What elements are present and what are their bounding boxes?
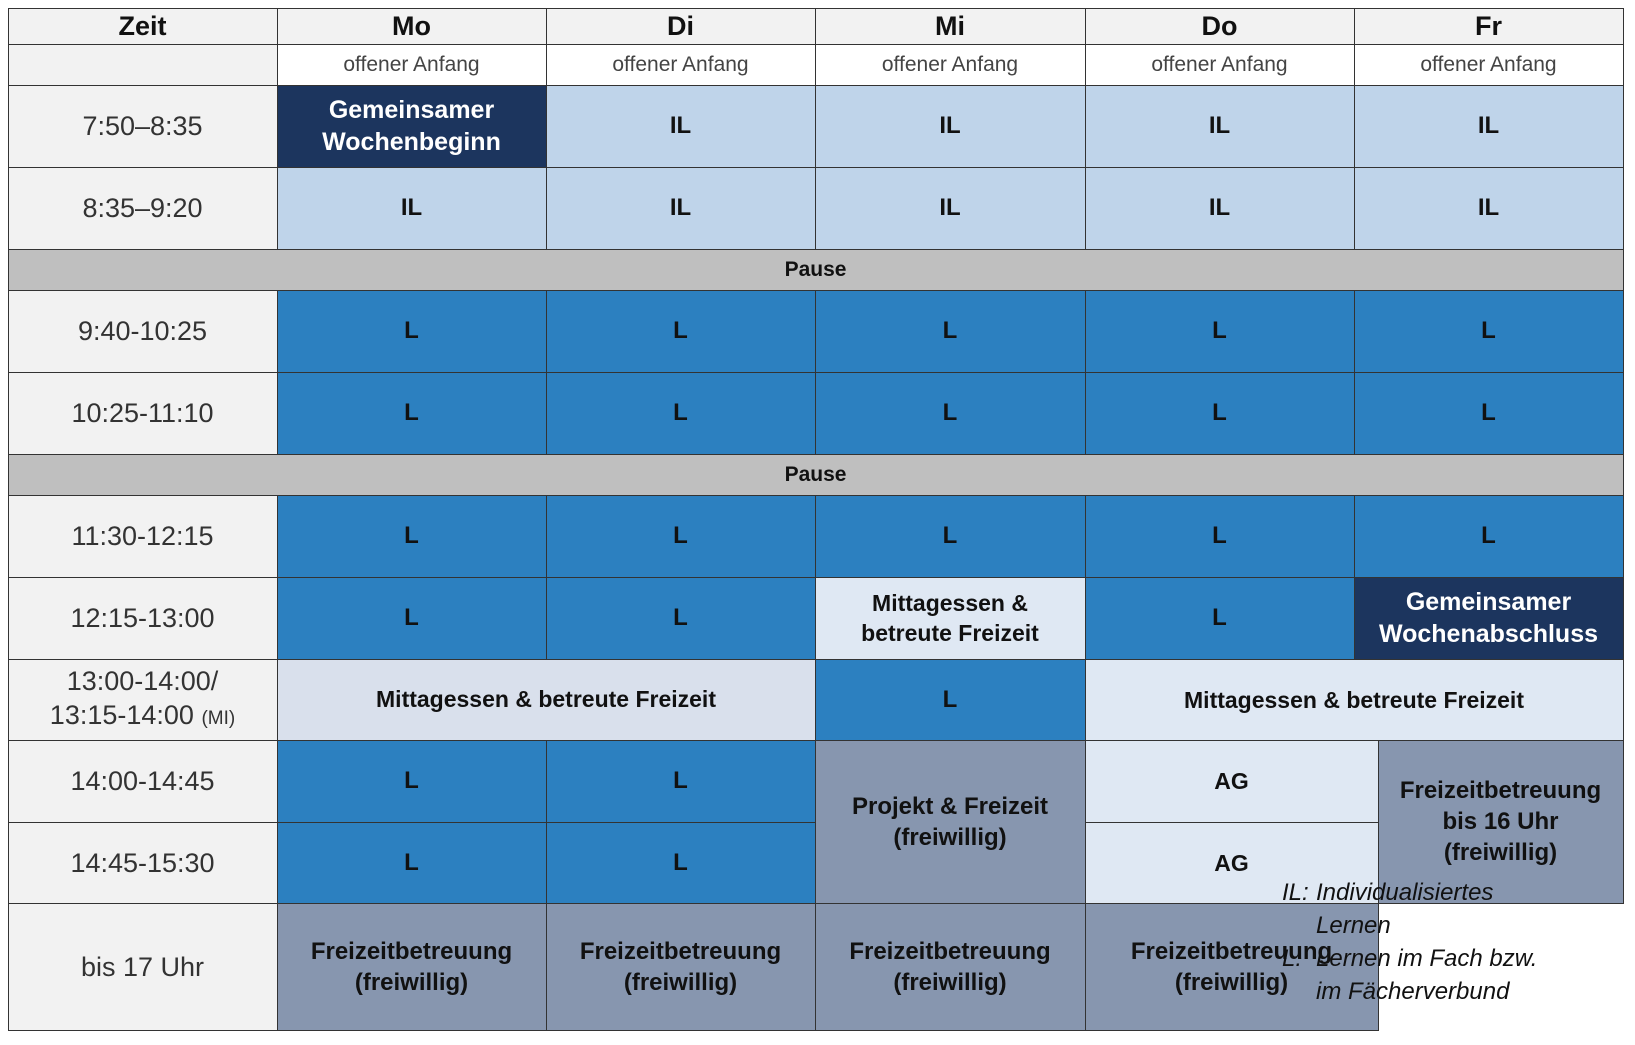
cell-l: L [276, 576, 547, 660]
cell-l: L [1353, 289, 1624, 373]
cell-l: L [276, 821, 547, 904]
time-note: (MI) [201, 707, 236, 729]
legend-il-text: Individualisiertes Lernen [1316, 879, 1494, 939]
legend-il-key: IL: [1282, 879, 1309, 906]
time-slot: 10:25-11:10 [7, 371, 278, 455]
cell-il: IL [1084, 84, 1355, 168]
header-day-fr: Fr [1353, 7, 1624, 45]
cell-wochenbeginn: Gemeinsamer Wochenbeginn [276, 84, 547, 168]
cell-il: IL [545, 84, 816, 168]
cell-ag: AG [1084, 739, 1379, 823]
time-slot-lunch: 13:00-14:00/ 13:15-14:00 (MI) [7, 658, 278, 741]
cell-freizeit: Freizeitbetreuung (freiwillig) [1084, 902, 1379, 1031]
cell-mittagessen: Mittagessen & betreute Freizeit [276, 658, 816, 741]
cell-il: IL [814, 84, 1086, 168]
cell-mittagessen: Mittagessen & betreute Freizeit [1084, 658, 1624, 741]
cell-l: L [1084, 494, 1355, 578]
cell-l: L [1353, 494, 1624, 578]
legend-l-key: L: [1282, 945, 1303, 972]
cell-il: IL [545, 166, 816, 250]
legend-il: IL: Individualisiertes Lernen [1282, 876, 1572, 942]
cell-l: L [1084, 576, 1355, 660]
cell-l: L [276, 289, 547, 373]
cell-il: IL [1353, 166, 1624, 250]
cell-l: L [276, 739, 547, 823]
subheader-empty [7, 43, 278, 86]
time-line-2: 13:15-14:00 (MI) [49, 699, 236, 730]
subheader-do: offener Anfang [1084, 43, 1355, 86]
cell-il: IL [1353, 84, 1624, 168]
time-slot: 14:00-14:45 [7, 739, 278, 823]
cell-l: L [276, 371, 547, 455]
cell-freizeit-16: Freizeitbetreuung bis 16 Uhr (freiwillig… [1377, 739, 1624, 904]
cell-l: L [545, 576, 816, 660]
time-line-1: 13:00-14:00/ [66, 665, 219, 696]
cell-l: L [276, 494, 547, 578]
time-slot: 12:15-13:00 [7, 576, 278, 660]
header-zeit: Zeit [7, 7, 278, 45]
cell-freizeit: Freizeitbetreuung (freiwillig) [545, 902, 816, 1031]
header-day-di: Di [545, 7, 816, 45]
cell-ag: AG [1084, 821, 1379, 904]
pause-row: Pause [7, 453, 1624, 496]
cell-l: L [814, 371, 1086, 455]
time-slot: 14:45-15:30 [7, 821, 278, 904]
cell-wochenabschluss: Gemeinsamer Wochenabschluss [1353, 576, 1624, 660]
cell-l: L [545, 494, 816, 578]
cell-l: L [545, 289, 816, 373]
cell-l: L [814, 289, 1086, 373]
time-slot: 7:50–8:35 [7, 84, 278, 168]
cell-l: L [1084, 289, 1355, 373]
cell-l: L [545, 739, 816, 823]
pause-row: Pause [7, 248, 1624, 291]
cell-il: IL [814, 166, 1086, 250]
header-day-mi: Mi [814, 7, 1086, 45]
cell-il: IL [276, 166, 547, 250]
subheader-mi: offener Anfang [814, 43, 1086, 86]
legend-l-text: Lernen im Fach bzw. im Fächerverbund [1316, 945, 1538, 1005]
cell-l: L [1353, 371, 1624, 455]
timetable: Zeit Mo Di Mi Do Fr offener Anfang offen… [7, 7, 1624, 1031]
time-slot: 8:35–9:20 [7, 166, 278, 250]
time-slot: 9:40-10:25 [7, 289, 278, 373]
cell-il: IL [1084, 166, 1355, 250]
cell-l: L [545, 821, 816, 904]
subheader-di: offener Anfang [545, 43, 816, 86]
cell-l: L [545, 371, 816, 455]
time-slot: bis 17 Uhr [7, 902, 278, 1031]
legend-l: L: Lernen im Fach bzw. im Fächerverbund [1282, 942, 1572, 1008]
cell-freizeit: Freizeitbetreuung (freiwillig) [814, 902, 1086, 1031]
header-day-mo: Mo [276, 7, 547, 45]
cell-l: L [814, 494, 1086, 578]
legend: IL: Individualisiertes Lernen L: Lernen … [1282, 876, 1572, 1008]
time-slot: 11:30-12:15 [7, 494, 278, 578]
cell-projekt: Projekt & Freizeit (freiwillig) [814, 739, 1086, 904]
cell-mittagessen: Mittagessen & betreute Freizeit [814, 576, 1086, 660]
cell-l: L [1084, 371, 1355, 455]
subheader-fr: offener Anfang [1353, 43, 1624, 86]
cell-freizeit: Freizeitbetreuung (freiwillig) [276, 902, 547, 1031]
cell-l: L [814, 658, 1086, 741]
header-day-do: Do [1084, 7, 1355, 45]
subheader-mo: offener Anfang [276, 43, 547, 86]
